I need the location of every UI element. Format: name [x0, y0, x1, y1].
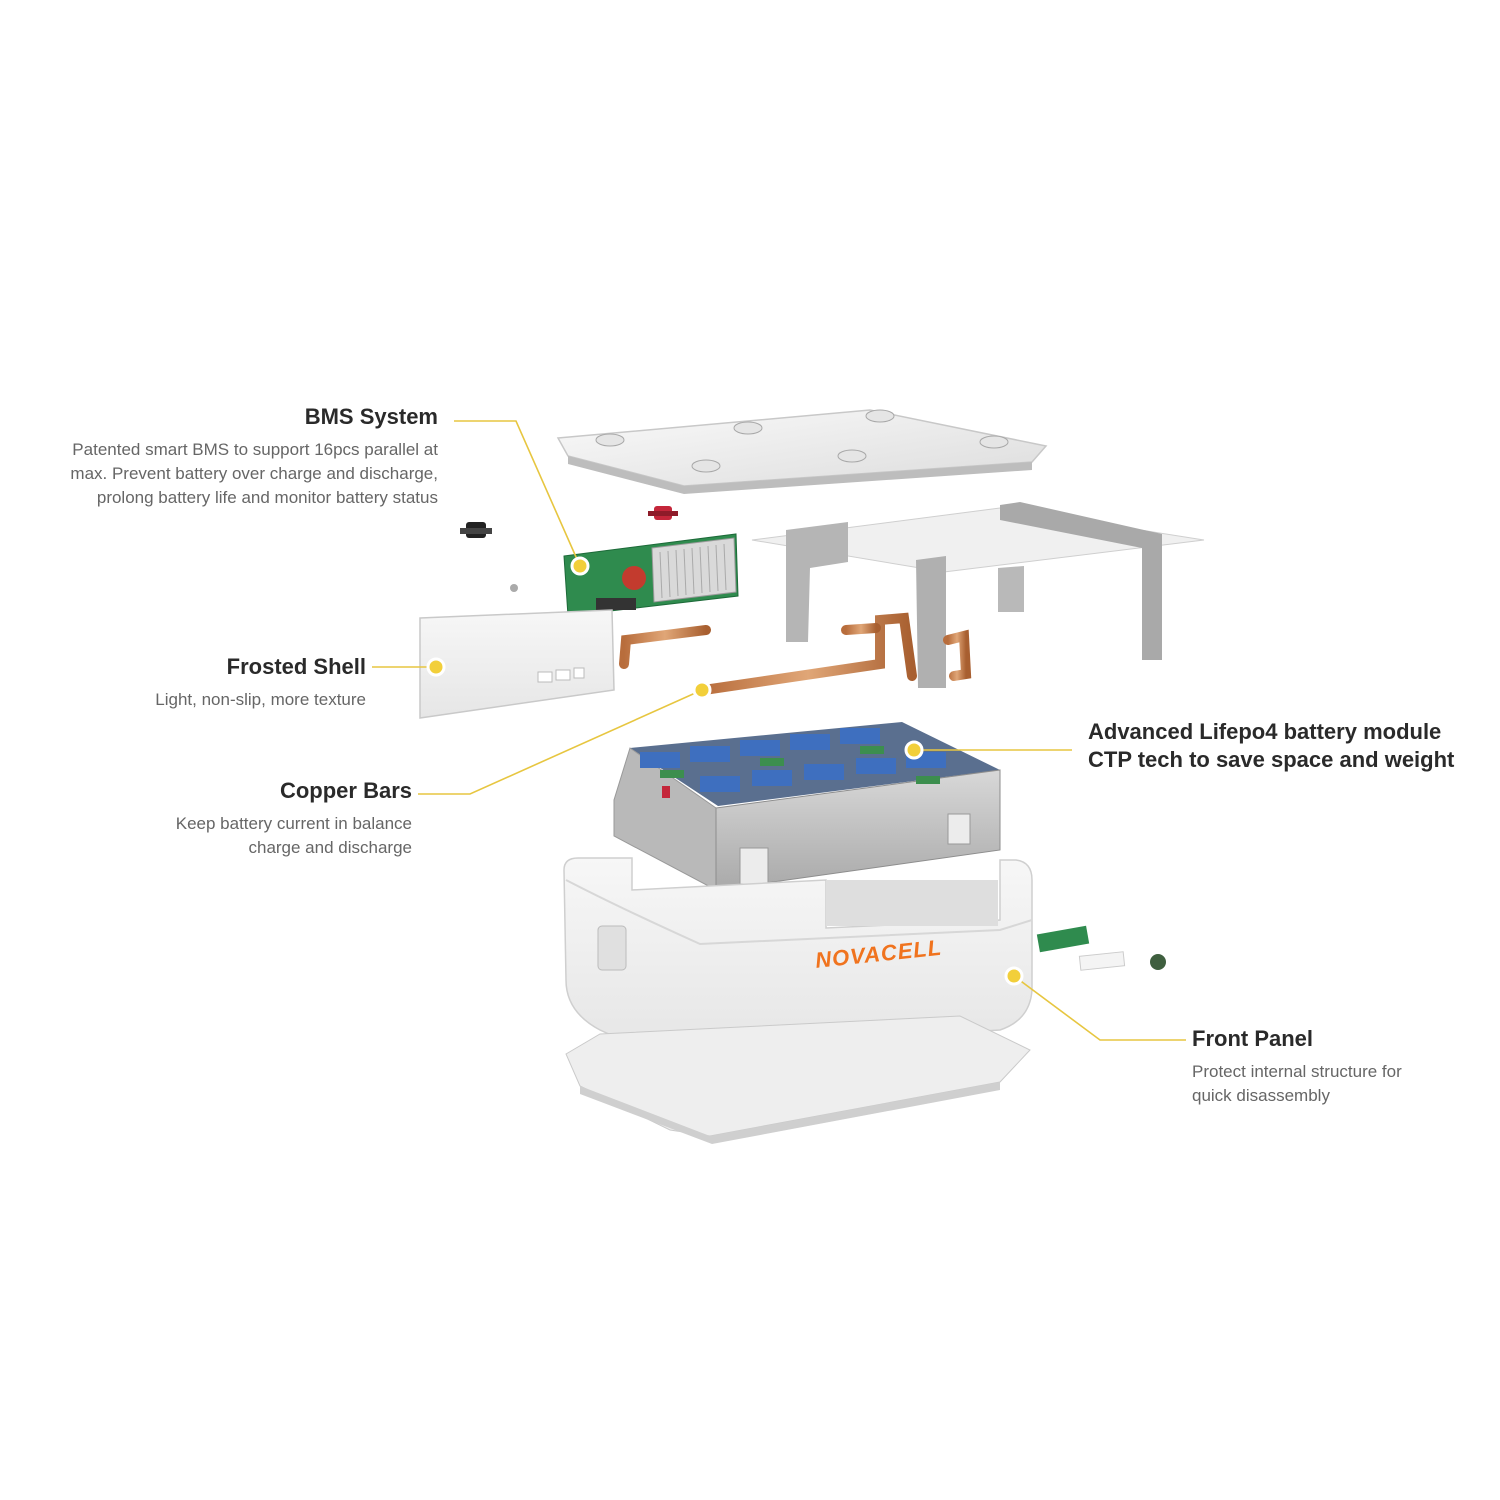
callout-copper-desc-line: charge and discharge — [248, 838, 412, 857]
bracket-frame — [751, 502, 1205, 688]
callout-module-title-line: CTP tech to save space and weight — [1088, 747, 1455, 772]
copper-bars — [619, 612, 972, 695]
leader-lines — [372, 420, 1186, 1041]
marker-front-panel — [1004, 966, 1024, 986]
callout-bms-desc-line: max. Prevent battery over charge and dis… — [70, 464, 438, 483]
battery-module — [613, 722, 1001, 891]
callout-front-title: Front Panel — [1192, 1026, 1314, 1051]
marker-bms — [570, 556, 590, 576]
callout-module-title-line: Advanced Lifepo4 battery module — [1088, 719, 1442, 744]
callout-frosted-title: Frosted Shell — [226, 654, 366, 679]
callout-bms-desc-line: prolong battery life and monitor battery… — [96, 488, 438, 507]
callout-bms-desc-line: Patented smart BMS to support 16pcs para… — [72, 440, 438, 459]
callout-front-panel: Front Panel Protect internal structure f… — [1192, 1026, 1492, 1108]
callout-bms-title: BMS System — [304, 404, 438, 429]
callout-battery-module: Advanced Lifepo4 battery module CTP tech… — [1088, 718, 1492, 774]
callout-frosted-desc-line: Light, non-slip, more texture — [155, 690, 366, 709]
main-shell — [563, 857, 1033, 1049]
bms-board — [563, 533, 739, 617]
callout-copper-title: Copper Bars — [279, 778, 412, 803]
marker-battery-module — [904, 740, 924, 760]
top-cover-plate — [556, 409, 1048, 494]
callout-copper-desc-line: Keep battery current in balance — [175, 814, 412, 833]
callout-bms: BMS System Patented smart BMS to support… — [8, 404, 438, 510]
terminal-connectors — [460, 506, 678, 592]
callout-front-desc-line: Protect internal structure for — [1192, 1062, 1402, 1081]
callout-frosted-shell: Frosted Shell Light, non-slip, more text… — [66, 654, 366, 712]
callout-front-desc-line: quick disassembly — [1192, 1086, 1330, 1105]
bottom-plate — [565, 1015, 1031, 1144]
marker-frosted-shell — [426, 657, 446, 677]
frosted-side-shell — [419, 609, 615, 719]
callout-copper-bars: Copper Bars Keep battery current in bala… — [92, 778, 412, 860]
front-panel-parts — [1036, 925, 1166, 971]
marker-copper-bars — [692, 680, 712, 700]
